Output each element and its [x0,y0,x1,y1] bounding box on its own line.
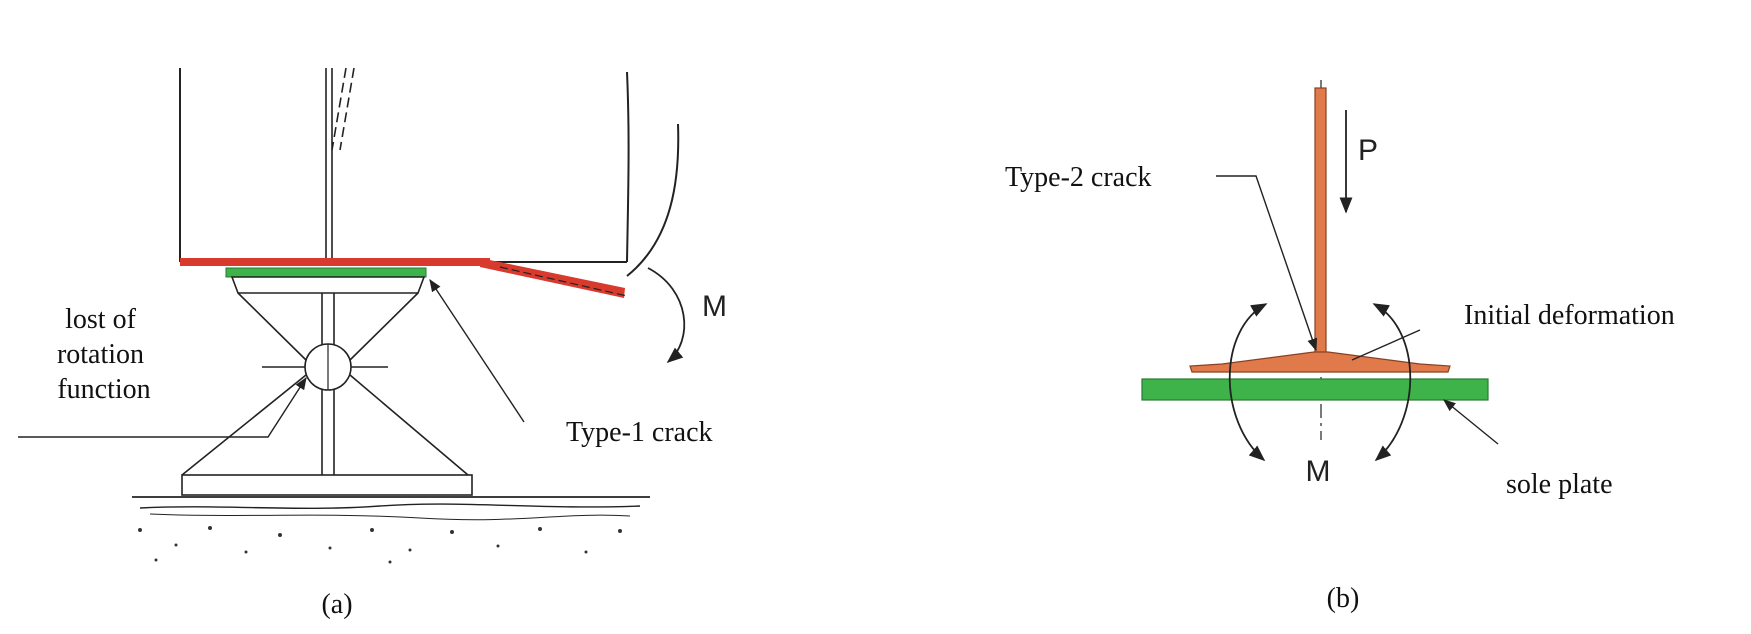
sole-plate-green-b [1141,378,1489,401]
girder-outline [179,68,680,277]
ground-speckles [138,526,622,564]
initial-deformation-leader [1351,329,1421,361]
moment-label-b: M [1306,455,1331,488]
moment-arrow-a [647,267,686,364]
panel-a-label: (a) [321,589,352,620]
deformed-flange-orange [1189,351,1451,373]
vertical-stiffener [325,67,355,262]
panel-a: M lost of rotation function Type-1 crack… [18,67,727,620]
web-plate-orange [1314,87,1327,359]
sole-plate-leader [1443,399,1499,445]
type1-crack-leader [429,278,525,423]
type2-crack-leader [1216,175,1318,352]
moment-arrow-right [1372,303,1412,462]
load-label-p: P [1358,134,1378,167]
bearing-upper-shoe [230,276,426,294]
moment-label-a: M [702,290,727,323]
moment-arrow-left [1228,303,1268,462]
bottom-flange-red [180,258,628,298]
panel-b-label: (b) [1327,583,1360,614]
type2-crack-label: Type-2 crack [1005,162,1152,193]
base-plate [181,474,473,496]
sole-plate-label: sole plate [1506,469,1613,500]
sole-plate-green [225,267,427,278]
rotation-callout-text: lost of rotation function [57,304,151,405]
type1-crack-label: Type-1 crack [566,417,713,448]
initial-deformation-label: Initial deformation [1464,300,1675,331]
panel-b: P M Type-2 crack Initial deformation sol… [1005,80,1675,614]
ground [132,496,650,521]
rotation-callout-leader [18,376,307,438]
